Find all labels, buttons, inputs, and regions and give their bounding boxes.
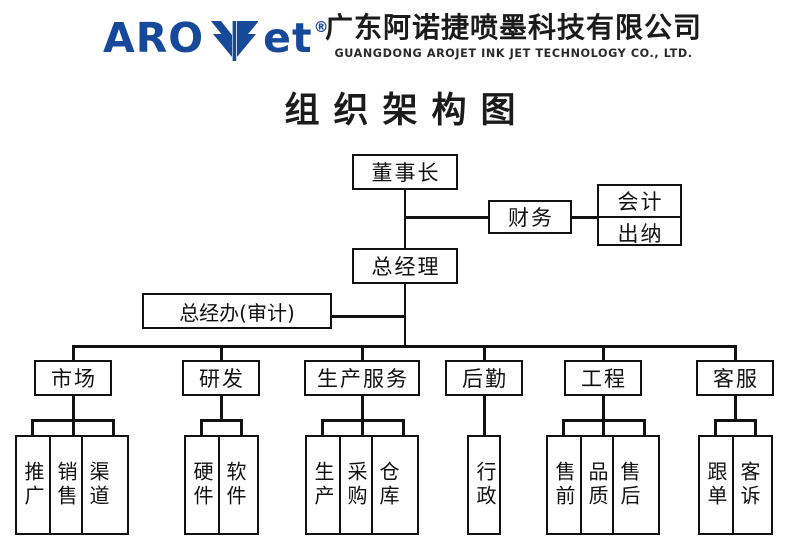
leaf-order-follow[interactable]: 跟单 (704, 461, 728, 509)
connector-marketing-down (72, 396, 75, 420)
customer-service-child-bar (714, 419, 756, 422)
connector-engineering-to-presales (562, 419, 565, 436)
leaf-promotion[interactable]: 推广 (21, 461, 45, 509)
connector-marketing-to-promotion (31, 419, 34, 436)
connector-production-to-warehouse (402, 419, 405, 436)
page-header: ARO et ® 广东阿诺捷喷墨科技有限公司 GUANGDONG AROJET … (0, 11, 800, 74)
leaf-administration[interactable]: 行政 (473, 461, 497, 509)
node-department-rnd[interactable]: 研发 (182, 360, 260, 396)
connector-engineering-down (602, 396, 605, 420)
connector-bus-to-marketing (72, 345, 75, 367)
node-finance[interactable]: 财务 (488, 200, 572, 234)
registered-trademark-icon: ® (313, 17, 329, 36)
logo-text-aro: ARO (103, 14, 205, 62)
production-children-group: 生产 采购 仓库 (305, 435, 419, 535)
logo-text-et: et (263, 14, 313, 62)
company-logo: ARO et ® (103, 14, 329, 62)
rnd-child-bar (200, 419, 242, 422)
marketing-children-group: 推广 销售 渠道 (15, 435, 129, 535)
connector-cs-to-complaints (754, 419, 757, 436)
connector-logistics-to-administration (483, 396, 486, 436)
node-chairman[interactable]: 董事长 (352, 154, 458, 190)
connector-production-to-manufacturing (321, 419, 324, 436)
connector-production-down (361, 396, 364, 420)
connector-engineering-to-aftersales (643, 419, 646, 436)
connector-engineering-to-quality (602, 419, 605, 436)
connector-cs-to-order-follow (714, 419, 717, 436)
arojet-leaf-icon (211, 20, 259, 61)
leaf-complaints[interactable]: 客诉 (732, 437, 764, 533)
connector-bus-to-customer-service (734, 345, 737, 367)
node-general-manager[interactable]: 总经理 (352, 248, 458, 284)
node-accounting-stack[interactable]: 会计 出纳 (597, 184, 682, 246)
connector-bus-to-engineering (602, 345, 605, 367)
rnd-children-group: 硬件 软件 (184, 435, 259, 535)
engineering-children-group: 售前 品质 售后 (546, 435, 660, 535)
connector-marketing-to-channel (112, 419, 115, 436)
connector-gm-to-gm-office (331, 315, 404, 318)
node-department-engineering[interactable]: 工程 (564, 360, 642, 396)
connector-bus-to-rnd (220, 345, 223, 367)
connector-customer-service-down (734, 396, 737, 420)
node-cashier[interactable]: 出纳 (599, 216, 680, 248)
leaf-sales[interactable]: 销售 (49, 437, 81, 533)
node-department-customer-service[interactable]: 客服 (696, 360, 774, 396)
leaf-manufacturing[interactable]: 生产 (311, 461, 335, 509)
connector-finance-to-accounting (572, 216, 597, 219)
connector-bus-to-logistics (483, 345, 486, 367)
connector-chairman-to-finance (403, 216, 489, 219)
node-department-production-service[interactable]: 生产服务 (304, 360, 420, 396)
leaf-warehouse[interactable]: 仓库 (371, 437, 403, 533)
department-bus-bar (72, 345, 736, 348)
connector-rnd-to-hardware (200, 419, 203, 436)
node-department-marketing[interactable]: 市场 (34, 360, 112, 396)
leaf-presales[interactable]: 售前 (552, 461, 576, 509)
connector-chairman-to-gm (403, 190, 406, 248)
leaf-aftersales[interactable]: 售后 (612, 437, 644, 533)
connector-bus-to-production (361, 345, 364, 367)
connector-rnd-to-software (240, 419, 243, 436)
connector-marketing-to-sales (72, 419, 75, 436)
company-name-chinese: 广东阿诺捷喷墨科技有限公司 (325, 11, 703, 44)
node-department-logistics[interactable]: 后勤 (445, 360, 523, 396)
node-gm-office[interactable]: 总经办(审计) (142, 293, 332, 329)
company-name-block: 广东阿诺捷喷墨科技有限公司 GUANGDONG AROJET INK JET T… (325, 11, 703, 61)
customer-service-children-group: 跟单 客诉 (698, 435, 773, 535)
connector-rnd-down (220, 396, 223, 420)
leaf-channel[interactable]: 渠道 (81, 437, 113, 533)
node-accountant[interactable]: 会计 (617, 190, 664, 214)
leaf-software[interactable]: 软件 (218, 437, 250, 533)
leaf-hardware[interactable]: 硬件 (190, 461, 214, 509)
connector-gm-to-departments (403, 284, 406, 346)
leaf-quality[interactable]: 品质 (580, 437, 612, 533)
company-name-english: GUANGDONG AROJET INK JET TECHNOLOGY CO.,… (334, 47, 693, 61)
leaf-purchasing[interactable]: 采购 (339, 437, 371, 533)
connector-production-to-purchasing (361, 419, 364, 436)
page-title: 组织架构图 (284, 91, 530, 131)
logistics-children-group: 行政 (467, 435, 501, 535)
